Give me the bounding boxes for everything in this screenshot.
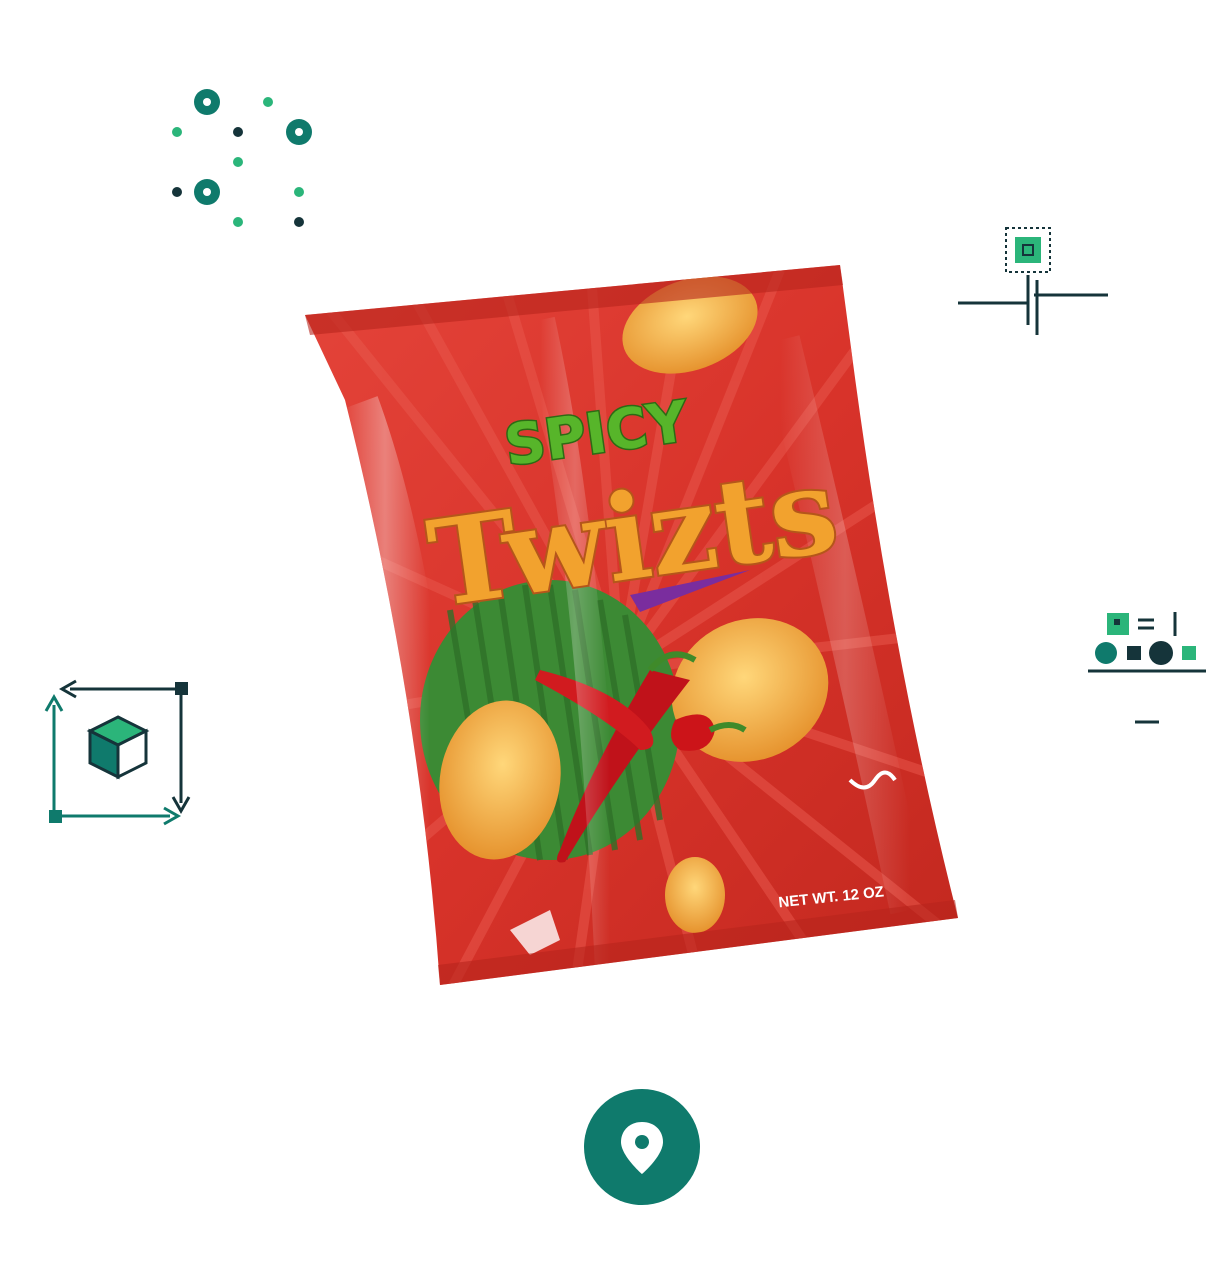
shapes-row-icon: [1085, 608, 1210, 733]
location-pin-icon: [621, 1122, 663, 1174]
chip-bag: SPICY Twizts NET WT. 12 OZ: [290, 250, 980, 1010]
circuit-chip-icon: [950, 225, 1120, 340]
cube-rotate-icon: [40, 675, 200, 835]
dot-grid-icon: [160, 80, 330, 240]
location-pin-button[interactable]: [583, 1088, 701, 1206]
